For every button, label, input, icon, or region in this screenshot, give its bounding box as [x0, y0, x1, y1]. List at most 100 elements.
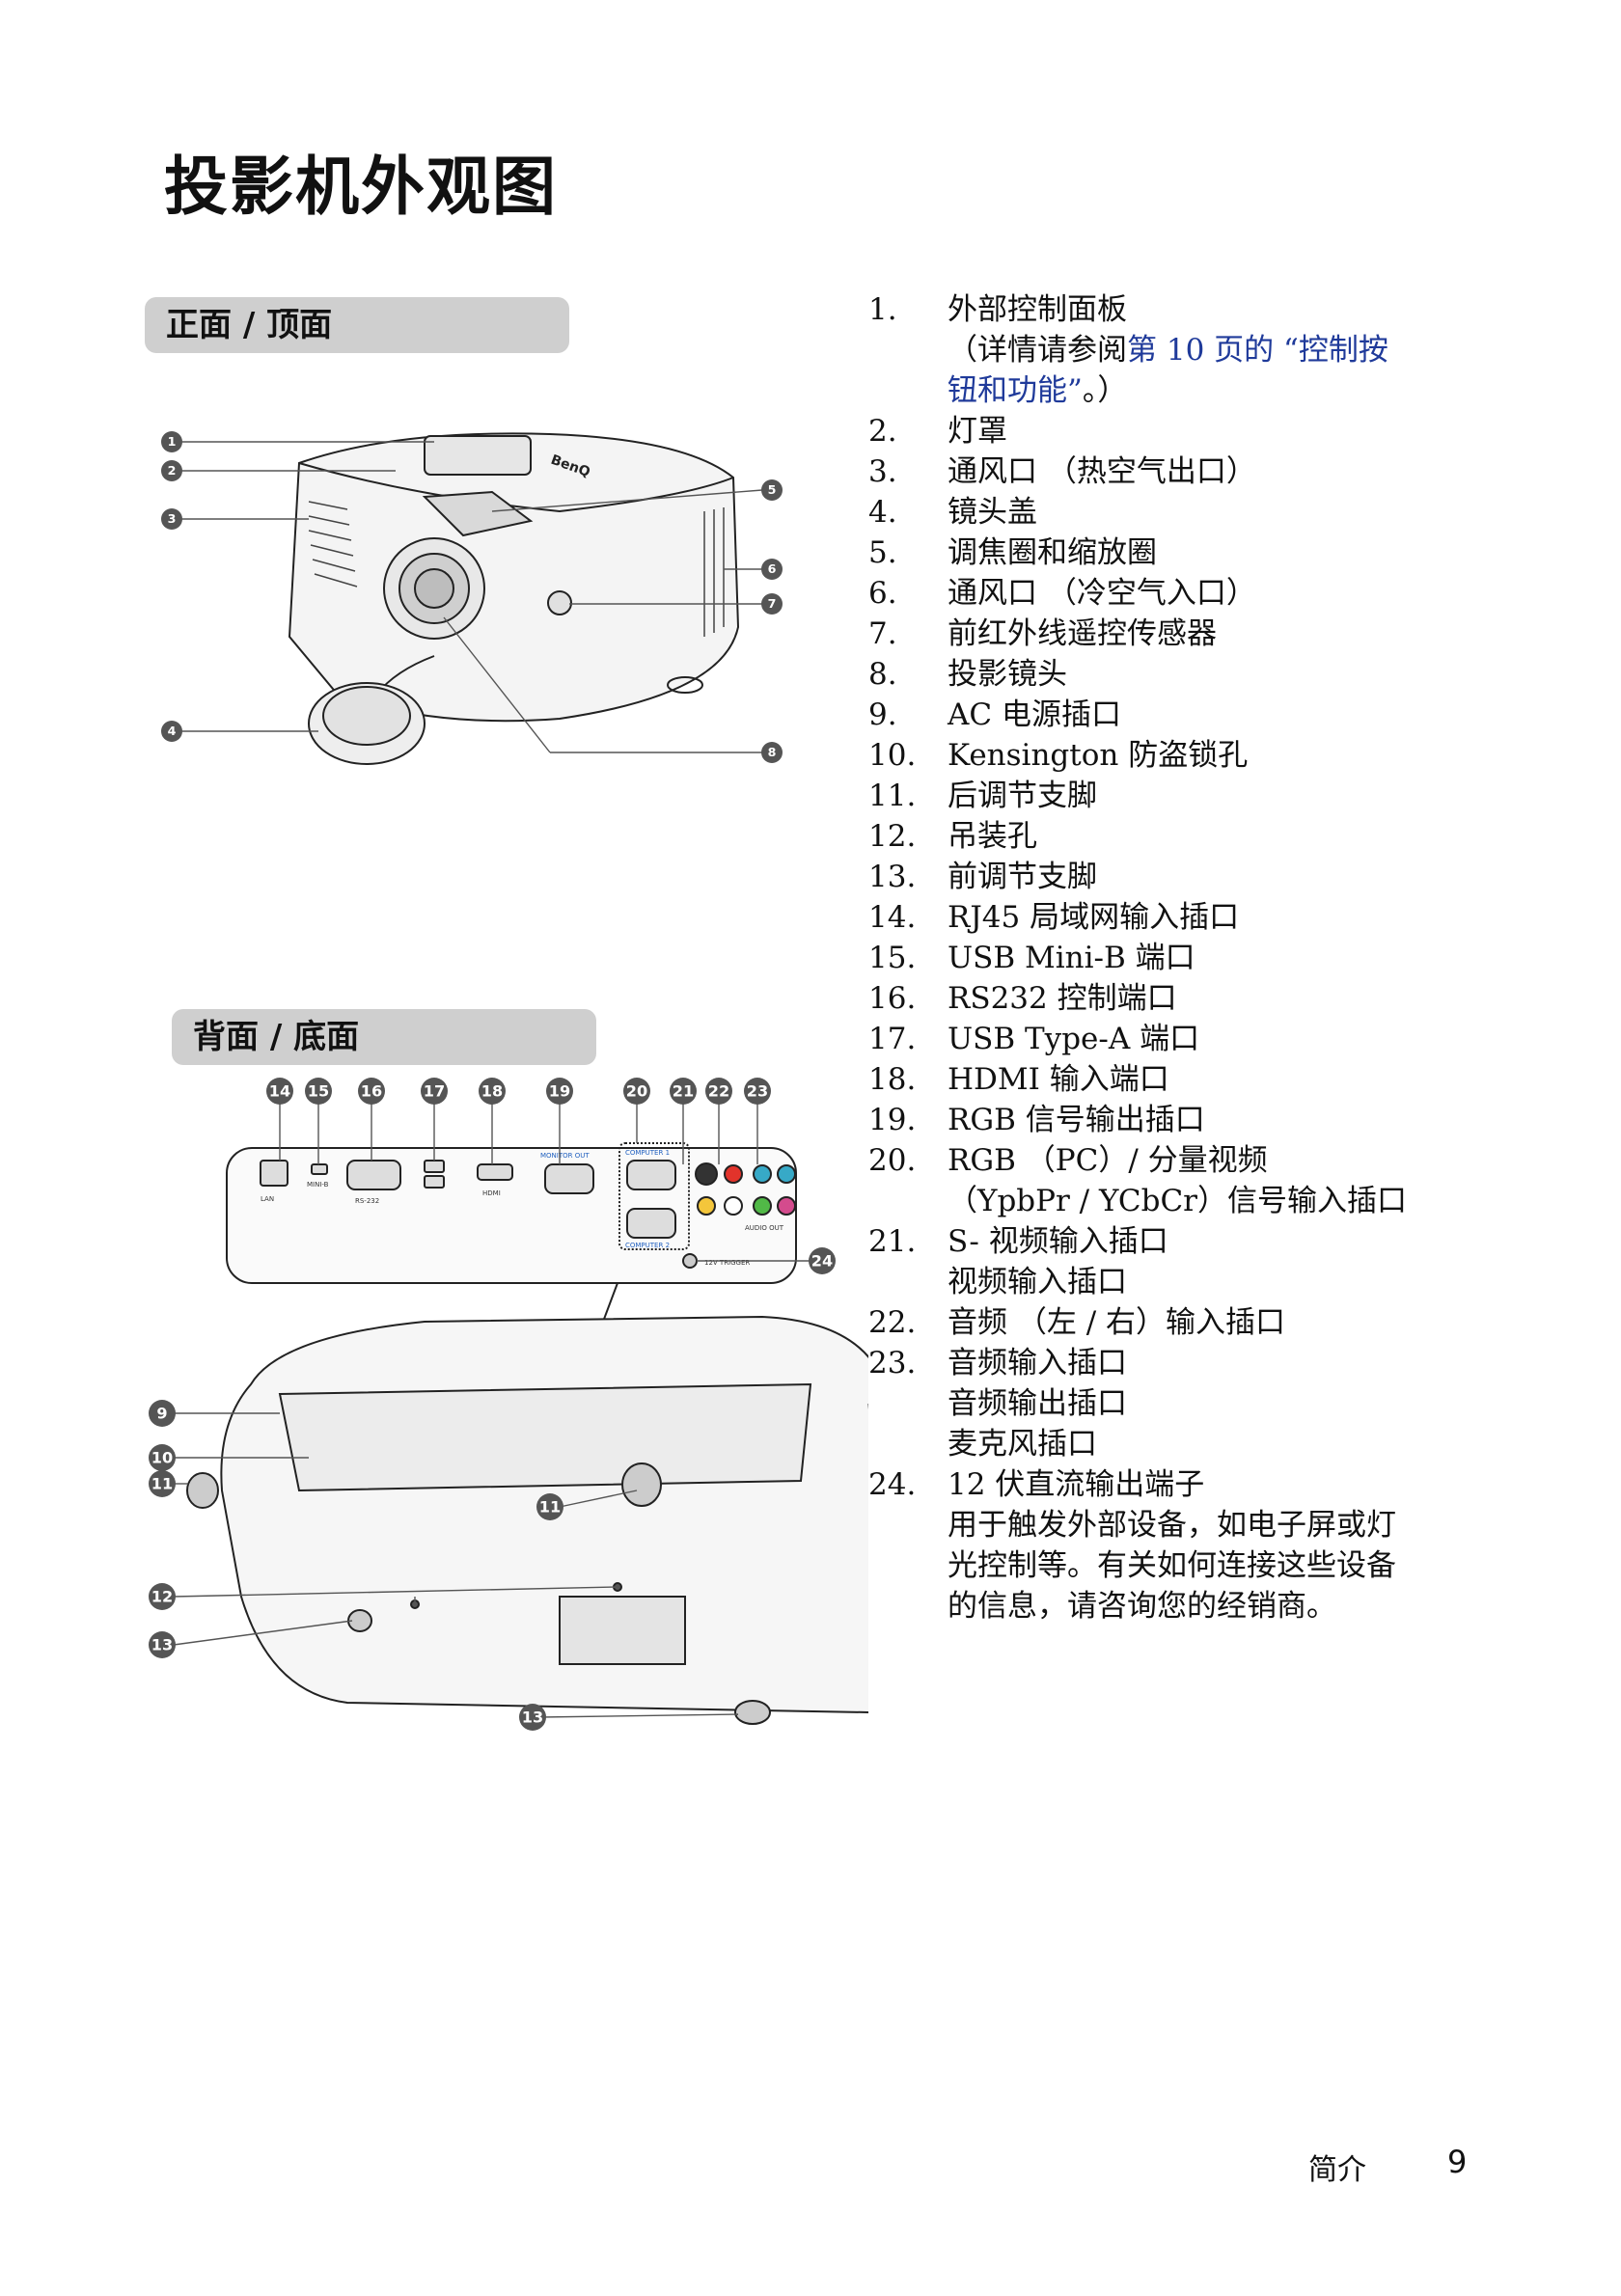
callout-number: 20 — [626, 1081, 647, 1100]
audio-out-label: AUDIO OUT — [745, 1224, 784, 1232]
callout-number: 9 — [156, 1404, 167, 1422]
item-text: 前调节支脚 — [948, 857, 1544, 897]
item-text: 后调节支脚 — [948, 776, 1544, 816]
item-number: 11. — [868, 776, 916, 816]
rear-view-diagram: LAN MINI-B RS-232 HDMI MONITOR OUT COMPU… — [135, 1076, 868, 1751]
list-item: 22.音频 （左 / 右）输入插口 — [868, 1302, 1544, 1343]
reference-link[interactable]: 钮和功能” — [948, 373, 1083, 408]
list-item: 2.灯罩 — [868, 411, 1544, 451]
list-item: 6. 通风口 （冷空气入口） — [868, 573, 1544, 614]
list-item: 18. HDMI 输入端口 — [868, 1059, 1544, 1100]
item-number: 24. — [868, 1464, 916, 1505]
callout-number: 11 — [539, 1497, 561, 1516]
list-item: 13. 前调节支脚 — [868, 857, 1544, 897]
callout-number: 5 — [768, 482, 777, 497]
callout-number: 13 — [522, 1708, 543, 1726]
mini-b-label: MINI-B — [307, 1181, 329, 1189]
callout-number: 2 — [168, 463, 177, 478]
item-number: 4. — [868, 492, 897, 533]
item-number: 22. — [868, 1302, 916, 1343]
callout-number: 8 — [768, 745, 777, 759]
item-text: 外部控制面板 — [948, 289, 1544, 330]
item-text: 前红外线遥控传感器 — [948, 614, 1544, 654]
item-number: 18. — [868, 1059, 916, 1100]
item-text: RGB （PC）/ 分量视频 — [948, 1140, 1544, 1181]
list-item: 21. S- 视频输入插口视频输入插口 — [868, 1221, 1544, 1302]
item-text: 通风口 （冷空气入口） — [948, 573, 1544, 614]
item-text: RJ45 局域网输入插口 — [948, 897, 1544, 938]
item-number: 9. — [868, 695, 897, 735]
list-item: 19.RGB 信号输出插口 — [868, 1100, 1544, 1140]
item-text: 视频输入插口 — [948, 1262, 1544, 1302]
item-text: AC 电源插口 — [948, 695, 1544, 735]
item-number: 15. — [868, 938, 916, 978]
lan-label: LAN — [261, 1195, 274, 1203]
list-item: 4. 镜头盖 — [868, 492, 1544, 533]
item-number: 10. — [868, 735, 916, 776]
callout-number: 18 — [481, 1081, 503, 1100]
item-text: S- 视频输入插口 — [948, 1221, 1544, 1262]
page-number: 9 — [1447, 2144, 1467, 2180]
item-number: 7. — [868, 614, 897, 654]
item-number: 21. — [868, 1221, 916, 1262]
cross-reference-continued: 钮和功能”。） — [948, 370, 1544, 411]
section-header-front: 正面 / 顶面 — [145, 297, 569, 353]
item-text: RS232 控制端口 — [948, 978, 1544, 1019]
list-item: 15. USB Mini-B 端口 — [868, 938, 1544, 978]
callout-number: 21 — [673, 1081, 694, 1100]
callout-number: 10 — [151, 1448, 173, 1466]
reference-suffix: 。） — [1083, 373, 1128, 408]
item-number: 17. — [868, 1019, 916, 1059]
list-item: 17. USB Type-A 端口 — [868, 1019, 1544, 1059]
list-item: 20.RGB （PC）/ 分量视频（YpbPr / YCbCr）信号输入插口 — [868, 1140, 1544, 1221]
item-text: 音频输出插口 — [948, 1383, 1544, 1424]
list-item: 16. RS232 控制端口 — [868, 978, 1544, 1019]
callout-number: 19 — [549, 1081, 570, 1100]
item-text: USB Mini-B 端口 — [948, 938, 1544, 978]
callout-number: 17 — [424, 1081, 445, 1100]
monitor-out-label: MONITOR OUT — [540, 1152, 590, 1160]
callout-number: 22 — [708, 1081, 729, 1100]
item-text: 调焦圈和缩放圈 — [948, 533, 1544, 573]
item-text: USB Type-A 端口 — [948, 1019, 1544, 1059]
callout-number: 4 — [168, 724, 177, 738]
page-title: 投影机外观图 — [164, 135, 558, 228]
item-text: RGB 信号输出插口 — [948, 1100, 1544, 1140]
item-number: 12. — [868, 816, 916, 857]
item-number: 8. — [868, 654, 897, 695]
footer-section-label: 简介 — [1308, 2146, 1366, 2188]
callout-number: 14 — [269, 1081, 290, 1100]
item-number: 16. — [868, 978, 916, 1019]
list-item: 9. AC 电源插口 — [868, 695, 1544, 735]
item-number: 6. — [868, 573, 897, 614]
callout-number: 11 — [151, 1474, 173, 1492]
item-text: 的信息，请咨询您的经销商。 — [948, 1586, 1544, 1626]
list-item: 11. 后调节支脚 — [868, 776, 1544, 816]
item-text: 投影镜头 — [948, 654, 1544, 695]
list-item: 1.外部控制面板（详情请参阅第 10 页的 “控制按钮和功能”。） — [868, 289, 1544, 411]
item-number: 13. — [868, 857, 916, 897]
reference-prefix: （详情请参阅 — [948, 333, 1127, 368]
item-text: 用于触发外部设备，如电子屏或灯 — [948, 1505, 1544, 1545]
item-number: 23. — [868, 1343, 916, 1383]
list-item: 3.通风口 （热空气出口） — [868, 451, 1544, 492]
callout-number: 12 — [151, 1587, 173, 1605]
item-text: HDMI 输入端口 — [948, 1059, 1544, 1100]
trigger-label: 12V TRIGGER — [704, 1259, 750, 1267]
section-header-back: 背面 / 底面 — [172, 1009, 596, 1065]
item-text: 吊装孔 — [948, 816, 1544, 857]
item-number: 14. — [868, 897, 916, 938]
callout-number: 3 — [168, 511, 177, 526]
reference-link[interactable]: 第 10 页的 “控制按 — [1127, 333, 1388, 368]
cross-reference: （详情请参阅第 10 页的 “控制按 — [948, 330, 1544, 370]
callout-number: 13 — [151, 1635, 173, 1654]
list-item: 24.12 伏直流输出端子用于触发外部设备，如电子屏或灯光控制等。有关如何连接这… — [868, 1464, 1544, 1626]
list-item: 5.调焦圈和缩放圈 — [868, 533, 1544, 573]
rs232-label: RS-232 — [355, 1197, 379, 1205]
callout-number: 6 — [768, 561, 777, 576]
callout-number: 15 — [308, 1081, 329, 1100]
list-item: 7. 前红外线遥控传感器 — [868, 614, 1544, 654]
item-text: 镜头盖 — [948, 492, 1544, 533]
